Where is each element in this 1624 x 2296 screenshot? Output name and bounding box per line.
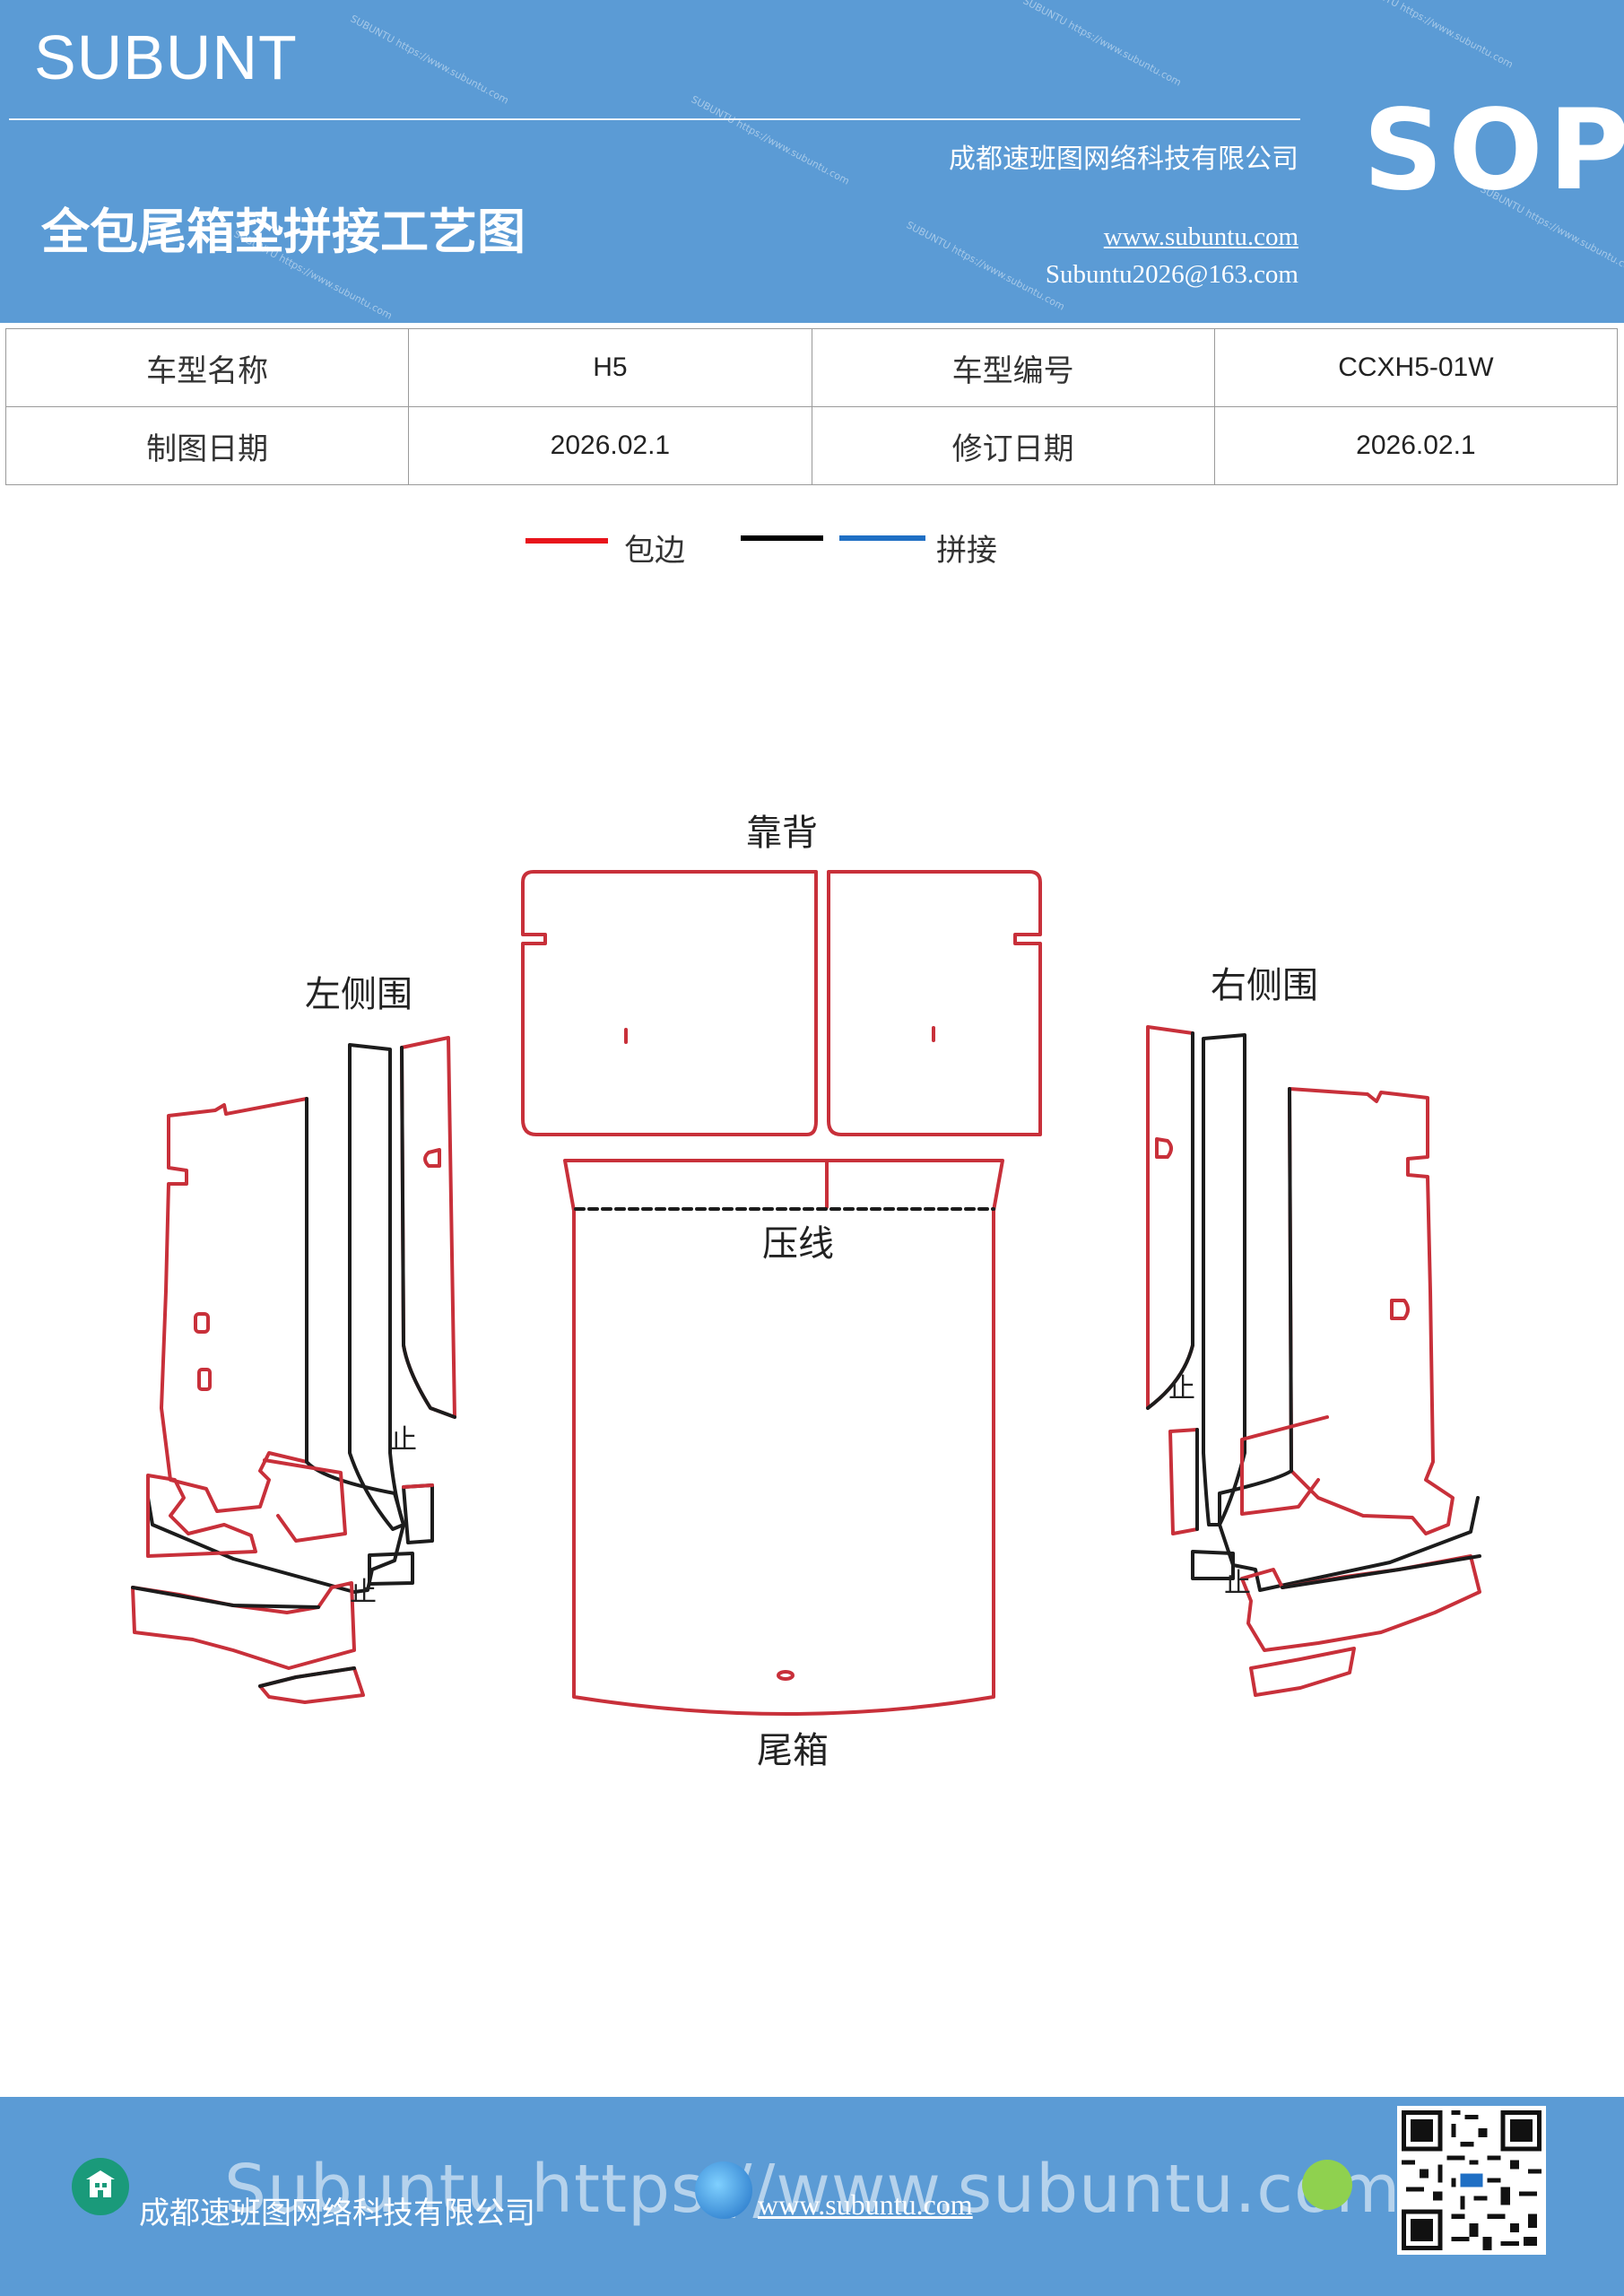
left-clip-hole	[194, 1312, 210, 1334]
backrest-label: 靠背	[746, 813, 818, 854]
left-clip-hole	[197, 1368, 212, 1391]
legend-label-edge: 包边	[624, 533, 685, 569]
watermark-text: SUBUNTU https://www.subuntu.com	[1352, 0, 1515, 71]
draw-date-value: 2026.02.1	[408, 406, 812, 485]
footer-company-name: 成都速班图网络科技有限公司	[139, 2196, 535, 2231]
qr-code	[1397, 2106, 1546, 2255]
trunk-floor-panel	[563, 1159, 1004, 1716]
left-side-main-panel	[160, 1097, 308, 1513]
right-stop-mark: 止	[1224, 1568, 1251, 1599]
sop-badge: SOP	[1363, 86, 1624, 215]
wechat-icon[interactable]	[1302, 2160, 1352, 2210]
table-row: 车型名称 H5 车型编号 CCXH5-01W	[4, 328, 1619, 407]
watermark-text: SUBUNTU https://www.subuntu.com	[348, 13, 511, 107]
left-notch-block	[368, 1552, 414, 1586]
backrest-right-panel	[827, 870, 1042, 1136]
press-line-label: 压线	[762, 1223, 834, 1265]
watermark-text: SUBUNTU https://www.subuntu.com	[689, 93, 852, 187]
left-side-label: 左侧围	[305, 974, 413, 1015]
left-upper-bracket	[146, 1474, 257, 1558]
right-pillar-outer-strip	[1146, 1025, 1194, 1410]
right-arch-piece	[1240, 1415, 1329, 1516]
right-side-label: 右侧围	[1211, 965, 1318, 1006]
left-vent-hole	[423, 1148, 441, 1168]
left-lower-seam	[131, 1586, 320, 1609]
right-pillar-strip	[1202, 1033, 1246, 1526]
right-small-block	[1168, 1428, 1199, 1535]
right-bottom-strip	[1249, 1647, 1356, 1697]
building-icon	[72, 2158, 129, 2215]
model-code-value: CCXH5-01W	[1213, 328, 1619, 407]
website-link[interactable]: www.subuntu.com	[1103, 222, 1298, 251]
right-pillar-inner-line	[1146, 1031, 1194, 1410]
left-pillar-outer-strip	[400, 1036, 456, 1419]
right-stop-mark: 止	[1168, 1373, 1195, 1405]
left-bottom-seam	[258, 1666, 356, 1688]
company-name: 成都速班图网络科技有限公司	[949, 144, 1298, 175]
watermark-text: SUBUNTU https://www.subuntu.com	[1020, 0, 1184, 89]
revision-date-label: 修订日期	[811, 406, 1215, 485]
legend-label-splice: 拼接	[936, 533, 997, 569]
watermark-text: SUBUNTU https://www.subuntu.com	[904, 219, 1067, 313]
left-pillar-inner-line	[400, 1046, 456, 1419]
left-arch-piece	[263, 1458, 347, 1543]
legend-swatch-edge	[525, 538, 608, 544]
left-small-block-edge	[402, 1483, 434, 1489]
model-name-label: 车型名称	[4, 328, 410, 407]
globe-icon	[695, 2161, 752, 2219]
left-lower-panel	[131, 1581, 356, 1670]
vehicle-info-table: 车型名称 H5 车型编号 CCXH5-01W 制图日期 2026.02.1 修订…	[4, 328, 1619, 485]
trunk-slot	[777, 1670, 795, 1681]
table-row: 制图日期 2026.02.1 修订日期 2026.02.1	[4, 406, 1619, 485]
trunk-mat-diagram: 靠背 左侧围 右侧围 压线 尾箱 止 止 止 止	[131, 813, 1481, 1771]
left-small-block	[402, 1483, 434, 1544]
legend-swatch-seam	[741, 535, 823, 541]
legend-swatch-splice	[839, 535, 925, 541]
footer-banner: Subuntu https://www.subuntu.com 成都速班图网络科…	[0, 2097, 1624, 2296]
left-pillar-strip	[348, 1043, 405, 1531]
footer-website-link[interactable]: www.subuntu.com	[758, 2188, 973, 2221]
brand-logo-text: SUBUNT	[34, 22, 298, 92]
trunk-label: 尾箱	[757, 1730, 829, 1771]
model-name-value: H5	[408, 328, 812, 407]
right-clip-hole	[1390, 1299, 1410, 1320]
right-vent-hole	[1155, 1137, 1173, 1159]
model-code-label: 车型编号	[811, 328, 1215, 407]
right-lower-seam	[1281, 1554, 1481, 1589]
header-banner: SUBUNTU https://www.subuntu.com SUBUNTU …	[0, 0, 1624, 323]
right-notch-block	[1191, 1550, 1235, 1580]
draw-date-label: 制图日期	[4, 406, 410, 485]
left-stop-mark: 止	[390, 1424, 417, 1456]
contact-email[interactable]: Subuntu2026@163.com	[1045, 260, 1298, 289]
footer-watermark: Subuntu https://www.subuntu.com	[224, 2151, 1402, 2228]
document-title: 全包尾箱垫拼接工艺图	[41, 203, 525, 260]
revision-date-value: 2026.02.1	[1213, 406, 1619, 485]
right-side-seam	[1218, 1087, 1480, 1592]
left-stop-mark: 止	[350, 1577, 377, 1608]
header-divider	[9, 118, 1300, 120]
backrest-left-panel	[521, 870, 818, 1136]
right-side-main-panel	[1288, 1087, 1455, 1535]
